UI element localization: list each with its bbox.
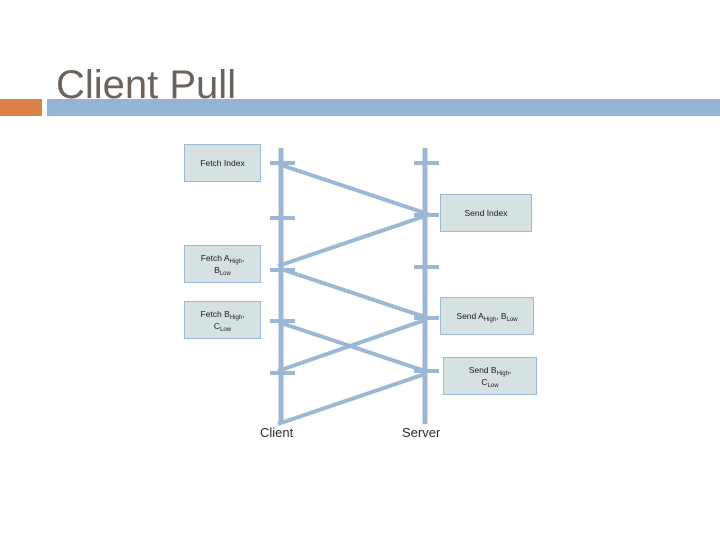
- label-subscript: Low: [219, 271, 231, 277]
- label-subscript: Low: [487, 383, 499, 389]
- lifelines: [278, 148, 428, 424]
- label-subscript: High: [229, 259, 242, 265]
- label-subscript-2: Low: [506, 317, 518, 323]
- actor-label-server: Server: [402, 425, 441, 440]
- label-line-1: Send BHigh,: [448, 364, 532, 377]
- accent-rule-orange: [0, 99, 42, 116]
- arrow-fetch-index: [280, 163, 429, 216]
- message-label-fetch-a-b: Fetch AHigh, BLow: [184, 245, 261, 283]
- arrow-send-index: [277, 214, 426, 268]
- label-line-1: Send Index: [464, 208, 508, 218]
- message-label-fetch-b-c: Fetch BHigh, CLow: [184, 301, 261, 339]
- label-line-1: Send AHigh, BLow: [445, 310, 529, 323]
- label-text: B: [214, 265, 220, 275]
- arrow-fetch-a-b: [280, 267, 429, 320]
- message-arrows: [277, 163, 429, 426]
- label-subscript: High: [483, 317, 497, 323]
- label-line-2: CLow: [189, 320, 256, 333]
- message-label-send-index: Send Index: [440, 194, 532, 232]
- label-line-1: Fetch Index: [200, 158, 245, 168]
- arrow-fetch-b-c: [280, 321, 429, 374]
- label-tail: ,: [241, 253, 245, 263]
- label-text: Send A: [456, 311, 484, 321]
- label-text: Fetch A: [200, 253, 230, 263]
- label-line-2: CLow: [448, 376, 532, 389]
- label-text: C: [213, 321, 221, 331]
- label-subscript: High: [229, 315, 243, 321]
- label-line-1: Fetch BHigh,: [189, 308, 256, 321]
- message-label-send-a-b: Send AHigh, BLow: [440, 297, 534, 335]
- label-subscript: High: [496, 371, 509, 377]
- label-text: Fetch B: [200, 309, 230, 319]
- accent-rule-blue: [47, 99, 720, 116]
- arrow-send-b-c: [277, 372, 426, 426]
- label-line-2: BLow: [189, 264, 256, 277]
- label-tail: , B: [496, 311, 507, 321]
- lifeline-ticks: [270, 161, 439, 375]
- label-subscript: Low: [220, 327, 232, 333]
- label-text: C: [481, 377, 488, 387]
- label-text: Send B: [468, 365, 497, 375]
- label-line-1: Fetch AHigh,: [189, 252, 256, 265]
- message-label-send-b-c: Send BHigh, CLow: [443, 357, 537, 395]
- label-tail: ,: [508, 365, 512, 375]
- message-label-fetch-index: Fetch Index: [184, 144, 261, 182]
- label-tail: ,: [242, 309, 245, 319]
- actor-label-client: Client: [260, 425, 294, 440]
